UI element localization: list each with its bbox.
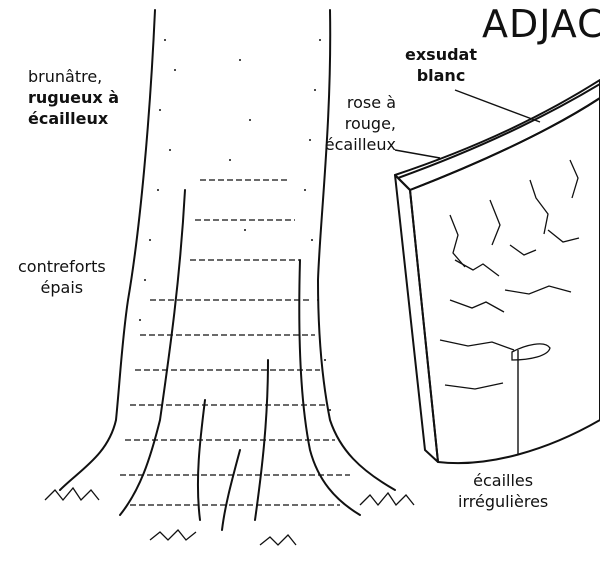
buttress-ridge (120, 190, 185, 515)
slab-top-face (395, 80, 600, 190)
label-line: irrégulières (458, 491, 548, 512)
label-line: écailleux (28, 108, 119, 129)
bark-stipple (139, 39, 331, 411)
buttress-ridge (299, 260, 360, 515)
label-line: contreforts (18, 256, 106, 277)
buttress-ridge (198, 400, 205, 520)
leader-inner-color (395, 150, 440, 158)
label-scales: écailles irrégulières (458, 470, 548, 512)
label-line: rouge, (318, 113, 396, 134)
label-line: épais (18, 277, 106, 298)
label-line: rugueux à (28, 87, 119, 108)
label-buttress: contreforts épais (18, 256, 106, 298)
label-line: écailles (458, 470, 548, 491)
leader-exudate (455, 90, 540, 122)
slab-side-face (395, 175, 438, 462)
label-trunk-color: brunâtre, rugueux à écailleux (28, 66, 119, 129)
label-line: brunâtre, (28, 66, 119, 87)
label-exudate: exsudat blanc (405, 44, 477, 86)
trunk-right-edge (318, 10, 395, 490)
slab-front-face (410, 98, 600, 463)
label-line: exsudat (405, 44, 477, 65)
label-inner-color: rose à rouge, écailleux (318, 92, 396, 155)
slab-scales (440, 160, 579, 389)
buttress-ridge (222, 450, 240, 530)
bark-cracks (120, 180, 350, 505)
page-title: ADJAC (482, 2, 600, 46)
label-line: rose à (318, 92, 396, 113)
label-line: écailleux (318, 134, 396, 155)
label-line: blanc (405, 65, 477, 86)
bark-slab (395, 80, 600, 463)
ground-grass (45, 488, 414, 545)
